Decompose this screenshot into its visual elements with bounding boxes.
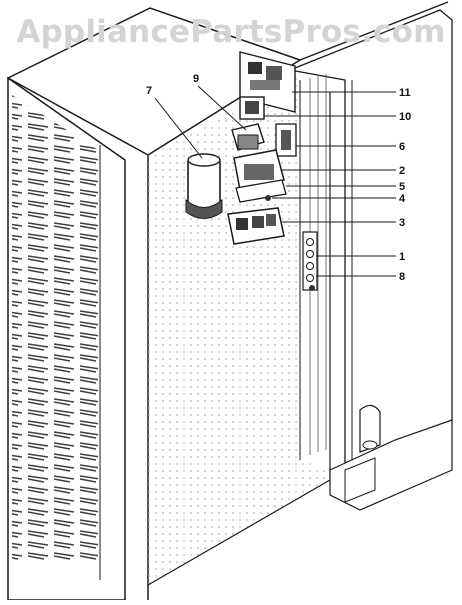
callout-4: 4 <box>399 193 406 205</box>
callout-5: 5 <box>399 181 405 193</box>
part-4-screw <box>265 195 396 201</box>
part-10-contactor <box>239 96 396 120</box>
part-6-switch <box>275 123 396 157</box>
part-3-terminal-block <box>227 207 396 245</box>
part-9-relay <box>197 85 265 151</box>
callout-10: 10 <box>399 111 411 123</box>
callout-1: 1 <box>399 251 405 263</box>
watermark-text: AppliancePartsPros.com <box>16 14 446 50</box>
callout-2: 2 <box>399 165 405 177</box>
cabinet-left-panel <box>7 76 149 601</box>
cabinet-base <box>329 404 453 511</box>
part-2-transformer <box>233 149 396 191</box>
part-7-capacitor <box>154 97 223 219</box>
callout-3: 3 <box>399 217 405 229</box>
callout-11: 11 <box>399 87 411 99</box>
control-back-panel <box>147 75 331 586</box>
part-5-bracket <box>235 179 396 203</box>
part-8-plug <box>309 275 396 291</box>
callout-7: 7 <box>146 85 152 97</box>
callout-9: 9 <box>193 73 199 85</box>
callout-8: 8 <box>399 271 405 283</box>
part-1-grommet-strip <box>302 231 396 291</box>
callout-6: 6 <box>399 141 405 153</box>
